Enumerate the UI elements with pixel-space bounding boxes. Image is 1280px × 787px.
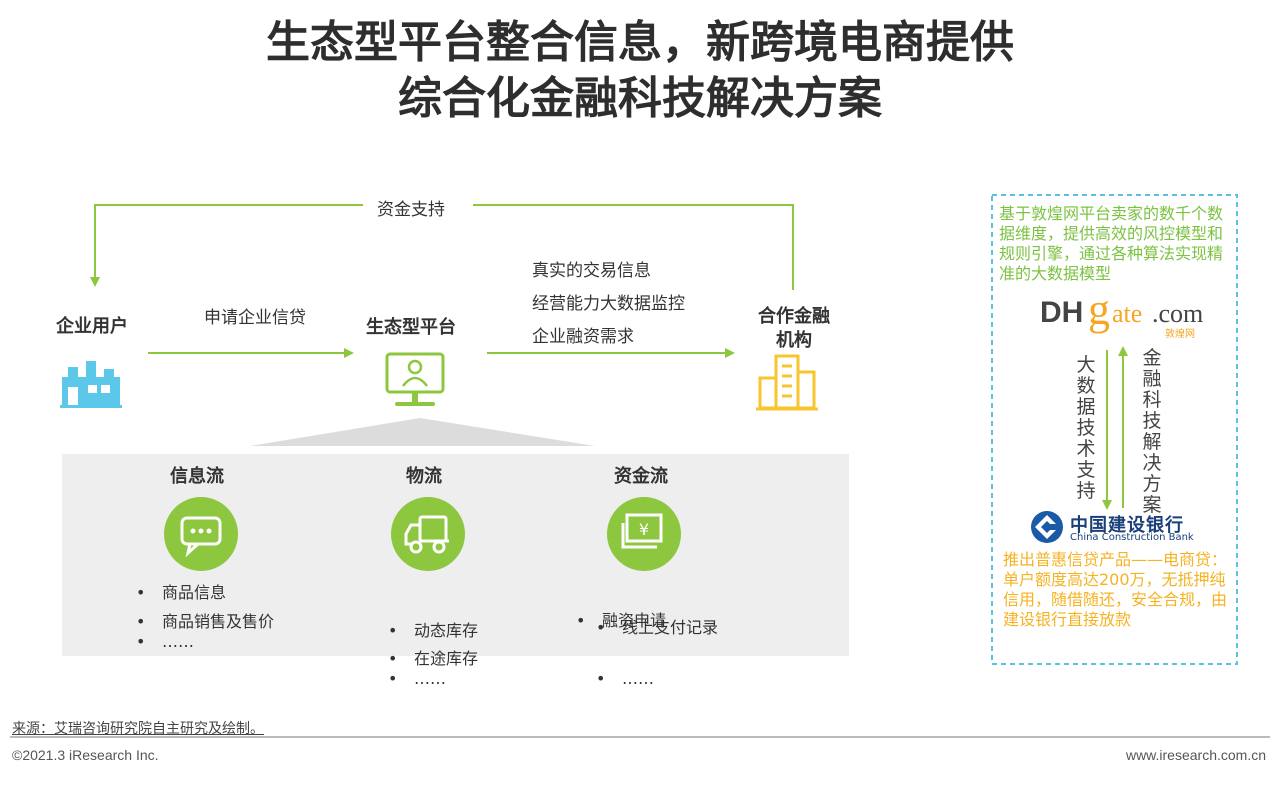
chat-icon — [164, 497, 238, 571]
stream-info-title: 信息流 — [170, 466, 224, 487]
copyright: ©2021.3 iResearch Inc. — [12, 747, 159, 763]
platform-stage — [250, 418, 595, 446]
tech-support-label: 大数据技术支持 — [1076, 354, 1096, 502]
arrow2-label-3: 企业融资需求 — [532, 327, 634, 347]
stream-capital-title: 资金流 — [614, 466, 668, 487]
stream-info-item-3: …… — [136, 632, 194, 651]
source-note: 来源：艾瑞咨询研究院自主研究及绘制。 — [12, 721, 264, 737]
stream-logistics-item-3: …… — [388, 669, 446, 688]
monitor-user-icon — [385, 352, 445, 406]
title-line-1: 生态型平台整合信息，新跨境电商提供 — [266, 17, 1014, 68]
yuan-bill-icon: ¥ — [607, 497, 681, 571]
top-feedback-arrow — [473, 204, 794, 290]
factory-icon — [60, 361, 122, 408]
ccb-description: 推出普惠信贷产品——电商贷：单户额度高达200万，无抵押纯信用，随借随还，安全合… — [1003, 550, 1228, 629]
ccb-emblem-icon — [1031, 511, 1063, 543]
website: www.iresearch.com.cn — [1125, 747, 1266, 763]
stream-logistics-title: 物流 — [406, 466, 442, 487]
ccb-logo: 中国建设银行 China Construction Bank — [1030, 510, 1230, 544]
dhgate-logo: DH g ate .com 敦煌网 — [1040, 285, 1204, 340]
side-panel-border — [991, 194, 1238, 665]
arrow2-label-1: 真实的交易信息 — [532, 261, 651, 281]
stream-logistics-item-2: 在途库存 — [388, 645, 478, 669]
arrow1-label: 申请企业信贷 — [204, 308, 306, 328]
top-arrow-label: 资金支持 — [373, 195, 449, 220]
fintech-solution-label: 金融科技解决方案 — [1142, 347, 1162, 516]
stream-logistics-item-1: 动态库存 — [388, 617, 478, 641]
node-finance-label-1: 合作金融 — [758, 306, 830, 327]
svg-text:¥: ¥ — [639, 520, 649, 539]
truck-icon — [391, 497, 465, 571]
stream-capital-item-3: …… — [596, 669, 654, 688]
stream-capital-item-2: 线上支付记录 — [596, 614, 718, 638]
node-platform-label: 生态型平台 — [366, 317, 456, 338]
node-finance-label-2: 机构 — [776, 330, 812, 351]
building-icon — [756, 354, 818, 411]
title-line-2: 综合化金融科技解决方案 — [398, 73, 882, 124]
node-enterprise-label: 企业用户 — [56, 316, 128, 337]
stream-info-item-1: 商品信息 — [136, 579, 226, 603]
arrow2-label-2: 经营能力大数据监控 — [532, 294, 685, 314]
dhgate-description: 基于敦煌网平台卖家的数千个数据维度，提供高效的风控模型和规则引擎，通过各种算法实… — [999, 204, 1224, 283]
stream-info-item-2: 商品销售及售价 — [136, 608, 274, 632]
